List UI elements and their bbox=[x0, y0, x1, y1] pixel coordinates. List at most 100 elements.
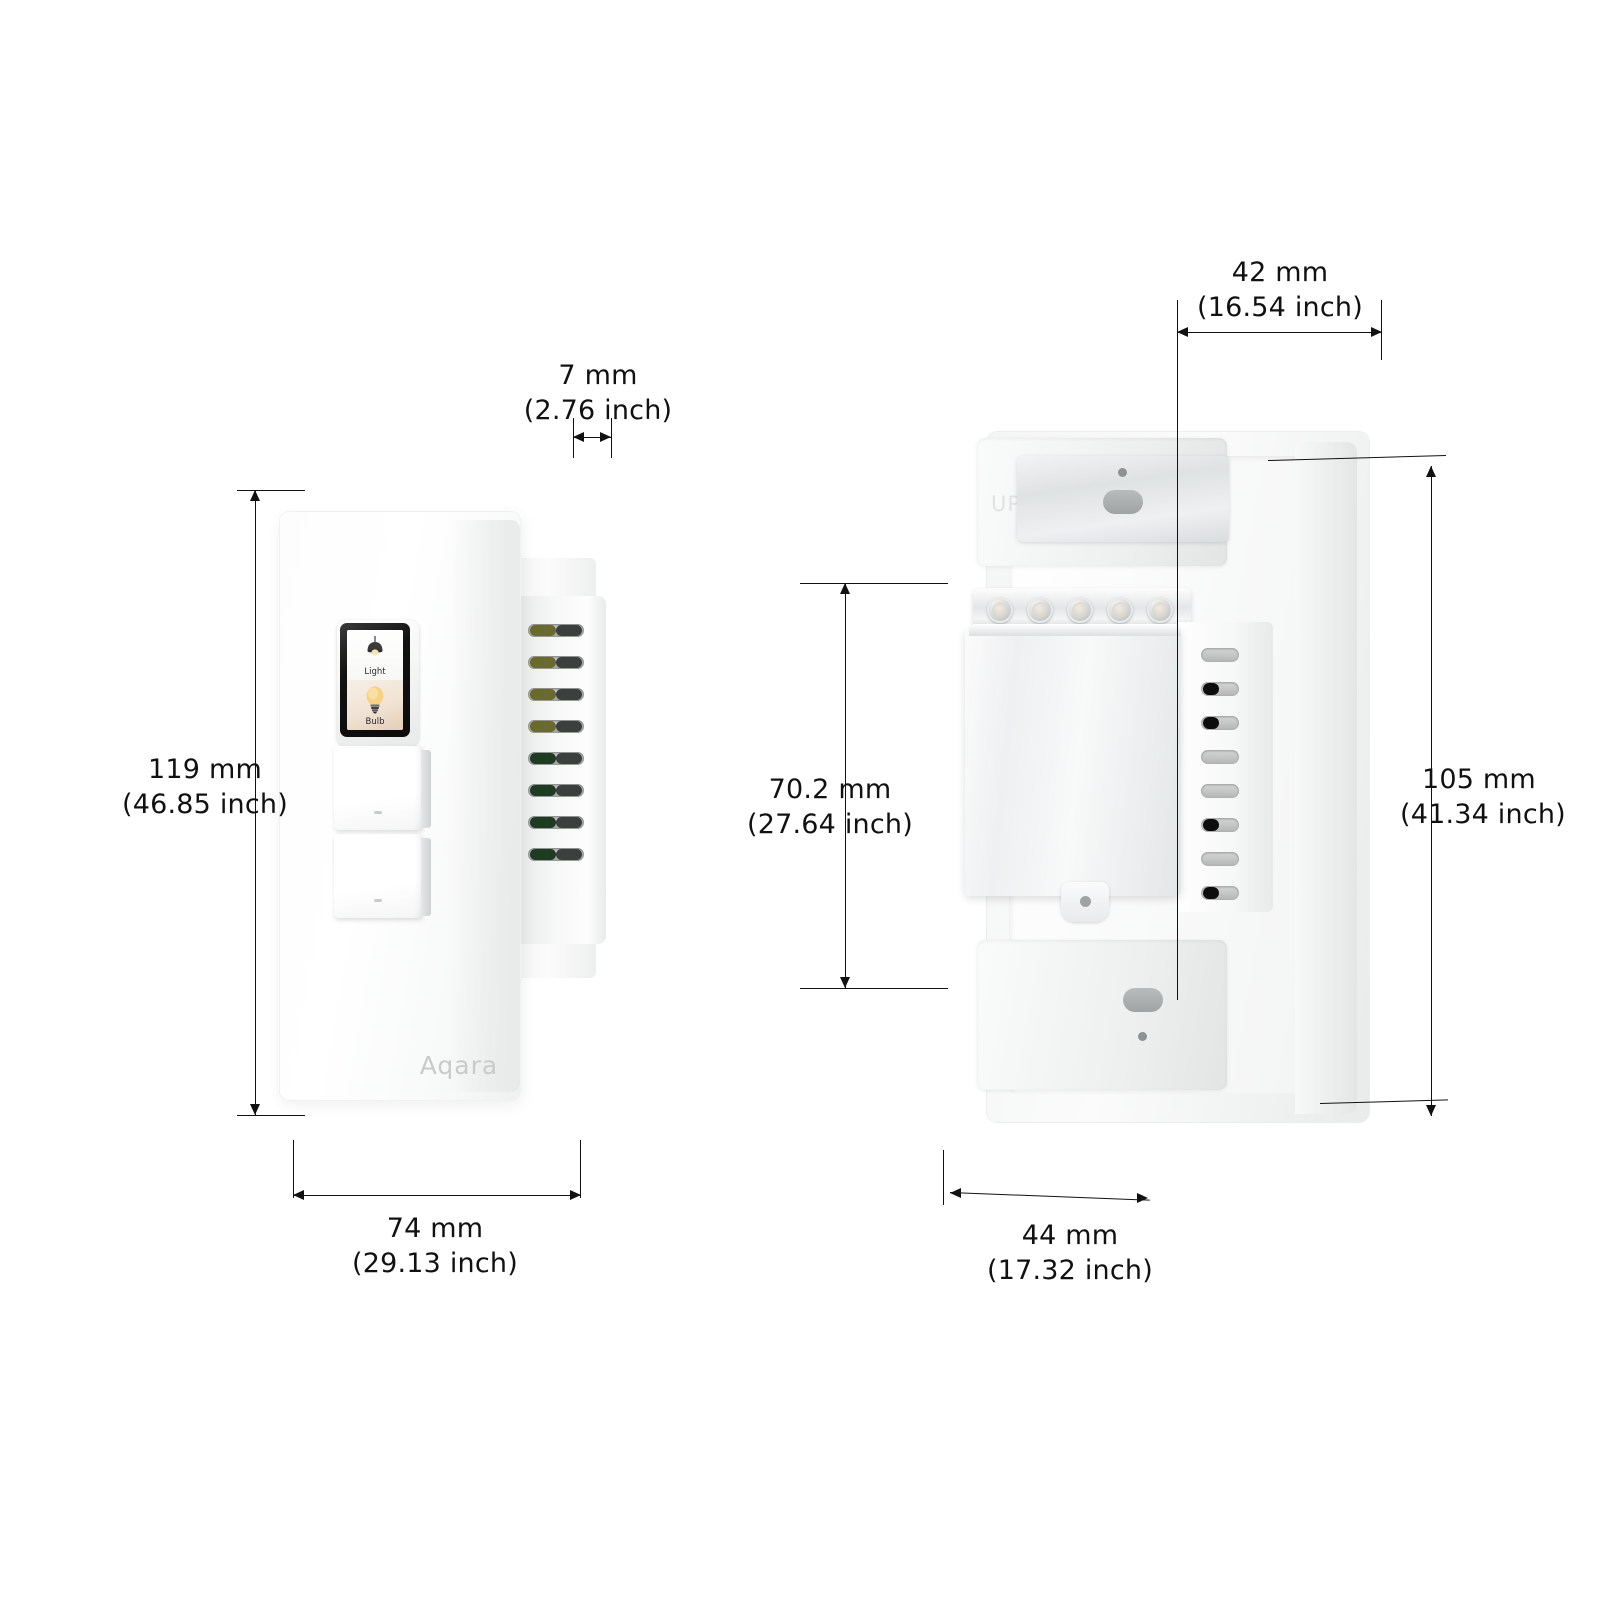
body-vent-slot bbox=[1201, 886, 1239, 900]
body-vent-slot bbox=[1201, 750, 1239, 764]
ext-line bbox=[800, 988, 948, 989]
dimension-height: 119 mm (46.85 inch) bbox=[95, 752, 315, 822]
arrow-head bbox=[840, 583, 850, 594]
arrow-head bbox=[570, 1190, 581, 1200]
dimension-bracket-width: 44 mm (17.32 inch) bbox=[905, 1218, 1235, 1288]
dimension-width-mm: 74 mm bbox=[386, 1213, 484, 1244]
ext-line bbox=[237, 1115, 305, 1116]
rocker-edge bbox=[421, 750, 431, 828]
body-vent-slot bbox=[1201, 784, 1239, 798]
arrow-head bbox=[250, 490, 260, 501]
bracket-slot bbox=[1103, 490, 1143, 514]
faceplate-bevel bbox=[448, 520, 520, 1092]
dimension-line bbox=[845, 583, 846, 988]
bracket-up-label: UP bbox=[991, 492, 1022, 516]
dimension-body-width: 42 mm (16.54 inch) bbox=[1120, 255, 1440, 325]
mounting-bracket-bottom bbox=[977, 940, 1227, 1090]
brand-logo: Aqara bbox=[419, 1051, 499, 1080]
dimension-body-height-mm: 70.2 mm bbox=[768, 774, 892, 805]
right-product-rear-view: UP UP bbox=[965, 420, 1385, 1140]
bracket-slot bbox=[1123, 988, 1163, 1012]
screen-row-light[interactable]: Light bbox=[347, 630, 403, 680]
side-vent-slot bbox=[528, 816, 584, 829]
body-vent-slot bbox=[1201, 852, 1239, 866]
ext-line bbox=[580, 1140, 581, 1198]
switch-body-lip bbox=[969, 624, 1181, 636]
screen-row-bulb[interactable]: Bulb bbox=[347, 680, 403, 730]
side-vent-slot bbox=[528, 656, 584, 669]
terminal-screw[interactable] bbox=[987, 597, 1013, 623]
dimension-line bbox=[573, 437, 611, 438]
side-vent-slot bbox=[528, 624, 584, 637]
dimension-line bbox=[255, 490, 256, 1115]
dimension-line bbox=[1431, 466, 1432, 1116]
dimension-body-height-inch: (27.64 inch) bbox=[747, 809, 913, 841]
dimension-width-inch: (29.13 inch) bbox=[352, 1248, 518, 1280]
dimension-thickness: 7 mm (2.76 inch) bbox=[468, 358, 728, 428]
rocker-button-2[interactable] bbox=[334, 834, 431, 918]
dimension-bracket-height-mm: 105 mm bbox=[1422, 764, 1536, 795]
dimension-height-inch: (46.85 inch) bbox=[122, 789, 288, 821]
device-side-body-inner bbox=[520, 596, 606, 944]
terminal-screw[interactable] bbox=[1027, 597, 1053, 623]
wall-plate-side bbox=[1295, 442, 1357, 1114]
arrow-head bbox=[1371, 327, 1382, 337]
side-vent-slot bbox=[528, 752, 584, 765]
dimension-width: 74 mm (29.13 inch) bbox=[280, 1211, 590, 1281]
body-mount-tab bbox=[1061, 882, 1109, 922]
ext-line bbox=[943, 1150, 944, 1205]
arrow-head bbox=[1177, 327, 1188, 337]
dimension-body-width-inch: (16.54 inch) bbox=[1197, 292, 1363, 324]
ext-line bbox=[800, 583, 948, 584]
indicator-led-icon bbox=[374, 899, 382, 902]
dimension-bracket-height: 105 mm (41.34 inch) bbox=[1400, 762, 1600, 832]
arrow-head bbox=[840, 977, 850, 988]
arrow-head bbox=[293, 1190, 304, 1200]
terminal-screw[interactable] bbox=[1147, 597, 1173, 623]
dimension-bracket-height-inch: (41.34 inch) bbox=[1400, 799, 1566, 831]
arrow-head bbox=[1426, 466, 1436, 477]
screen-label-bulb: Bulb bbox=[365, 717, 385, 727]
ext-line bbox=[1177, 300, 1178, 1000]
arrow-head bbox=[573, 432, 584, 442]
left-product-front-view: Light Bulb Aqara bbox=[280, 470, 700, 1130]
arrow-head bbox=[600, 432, 611, 442]
bracket-screw-hole bbox=[1118, 468, 1127, 477]
switch-body-side bbox=[1177, 622, 1273, 912]
rocker-button-1[interactable] bbox=[334, 746, 431, 830]
dimension-thickness-inch: (2.76 inch) bbox=[523, 395, 673, 427]
ext-line bbox=[293, 1140, 294, 1198]
switch-body-back bbox=[965, 628, 1181, 896]
display-screen[interactable]: Light Bulb bbox=[347, 630, 403, 730]
arrow-head bbox=[1426, 1105, 1436, 1116]
dimension-body-height: 70.2 mm (27.64 inch) bbox=[700, 772, 960, 842]
pendant-lamp-icon bbox=[367, 636, 383, 656]
side-vent-slot bbox=[528, 720, 584, 733]
body-vent-slot bbox=[1201, 682, 1239, 696]
rocker-edge bbox=[421, 838, 431, 916]
bracket-metal-plate bbox=[1017, 456, 1229, 542]
body-vent-slot bbox=[1201, 648, 1239, 662]
dimension-thickness-mm: 7 mm bbox=[558, 360, 638, 391]
side-vent-slot bbox=[528, 784, 584, 797]
dimension-line bbox=[949, 1192, 1150, 1201]
dimension-line bbox=[1177, 332, 1382, 333]
dimension-bracket-width-inch: (17.32 inch) bbox=[987, 1255, 1153, 1287]
terminal-screw[interactable] bbox=[1107, 597, 1133, 623]
dimension-body-width-mm: 42 mm bbox=[1231, 257, 1329, 288]
arrow-head bbox=[950, 1188, 961, 1198]
ext-line bbox=[611, 418, 612, 458]
terminal-screw[interactable] bbox=[1067, 597, 1093, 623]
arrow-head bbox=[250, 1104, 260, 1115]
dimension-height-mm: 119 mm bbox=[148, 754, 262, 785]
side-vent-slot bbox=[528, 848, 584, 861]
indicator-led-icon bbox=[374, 811, 382, 814]
light-bulb-icon bbox=[366, 686, 384, 714]
ext-line bbox=[237, 490, 305, 491]
bracket-screw-hole bbox=[1138, 1032, 1147, 1041]
dimension-bracket-width-mm: 44 mm bbox=[1021, 1220, 1119, 1251]
body-vent-slot bbox=[1201, 818, 1239, 832]
screen-label-light: Light bbox=[364, 667, 386, 677]
body-vent-slot bbox=[1201, 716, 1239, 730]
